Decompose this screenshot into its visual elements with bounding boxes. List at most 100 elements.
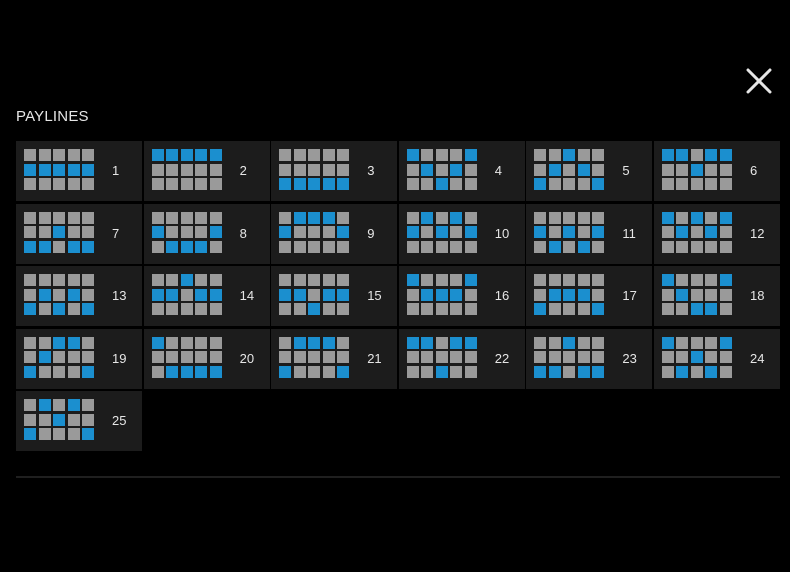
payline-cell-active [195,288,208,301]
payline-cell [406,303,419,315]
payline-cell [166,178,179,190]
payline-cell-active [195,240,208,253]
payline-number: 6 [749,163,758,178]
payline-card: 23 [526,328,653,389]
payline-cell [563,240,576,253]
payline-cell [180,178,193,190]
payline-pattern [279,149,350,190]
payline-card: 11 [526,203,653,264]
payline-pattern [279,211,350,253]
payline-cell [450,365,463,378]
payline-cell-active [592,178,605,190]
payline-cell-active [450,336,463,349]
payline-number: 25 [112,413,127,428]
payline-cell [592,288,605,301]
payline-cell [676,274,689,286]
payline-cell-active [82,428,94,440]
payline-cell-active [337,365,350,378]
payline-cell [421,178,434,190]
payline-cell [337,240,350,253]
payline-cell-active [209,149,222,161]
payline-cell [661,288,674,301]
payline-cell [308,288,321,301]
payline-cell-active [690,163,703,176]
payline-cell [337,351,350,363]
payline-cell [705,240,718,253]
payline-cell [166,336,179,349]
payline-cell-active [293,211,306,224]
payline-cell [563,274,576,286]
payline-cell [563,351,576,363]
payline-pattern [24,399,94,440]
payline-cell [322,274,335,286]
payline-cell [690,288,703,301]
payline-cell [38,226,51,238]
payline-cell-active [406,149,419,161]
payline-cell-active [719,274,732,286]
payline-cell [24,351,36,363]
payline-cell [293,163,306,176]
payline-cell [308,226,321,238]
payline-cell [38,211,51,224]
payline-pattern [661,211,732,253]
payline-cell-active [548,288,561,301]
payline-cell-active [534,178,547,190]
payline-cell-active [337,226,350,238]
payline-cell [534,274,547,286]
close-icon[interactable] [744,66,774,96]
payline-pattern [24,211,94,253]
payline-cell [577,149,590,161]
payline-cell-active [209,288,222,301]
payline-pattern [151,336,222,378]
payline-cell [293,351,306,363]
payline-cell [421,149,434,161]
payline-card: 18 [653,266,780,326]
close-button[interactable] [744,66,774,96]
payline-number: 9 [367,225,375,241]
payline-pattern [534,336,605,378]
payline-cell [705,351,718,363]
payline-cell-active [82,240,94,253]
payline-cell-active [450,288,463,301]
payline-cell-active [661,336,674,349]
payline-cell [24,288,36,301]
payline-cell-active [24,365,36,378]
payline-cell [548,274,561,286]
payline-cell [53,288,65,301]
payline-cell-active [676,149,689,161]
payline-cell-active [563,149,576,161]
payline-cell [592,274,605,286]
payline-card: 6 [653,141,780,201]
payline-cell [322,351,335,363]
payline-number: 11 [622,225,636,241]
payline-cell-active [719,211,732,224]
payline-cell [661,226,674,238]
payline-cell [82,399,94,411]
payline-pattern [151,274,222,315]
payline-cell-active [690,351,703,363]
payline-cell [180,226,193,238]
payline-cell [719,288,732,301]
payline-cell-active [166,288,179,301]
payline-card: 24 [653,328,780,389]
payline-cell-active [661,211,674,224]
payline-card: 1 [16,141,142,201]
payline-cell [676,178,689,190]
payline-cell [322,163,335,176]
payline-cell-active [690,303,703,315]
payline-cell-active [82,163,94,176]
payline-cell [82,178,94,190]
payline-cell-active [661,149,674,161]
payline-pattern [406,211,477,253]
payline-cell [592,336,605,349]
payline-cell [82,226,94,238]
payline-cell-active [67,163,80,176]
payline-cell-active [592,365,605,378]
payline-cell-active [151,336,164,349]
payline-cell [421,226,434,238]
payline-cell [534,240,547,253]
payline-pattern [151,149,222,190]
payline-cell-active [719,149,732,161]
payline-cell [534,211,547,224]
payline-cell-active [24,163,36,176]
